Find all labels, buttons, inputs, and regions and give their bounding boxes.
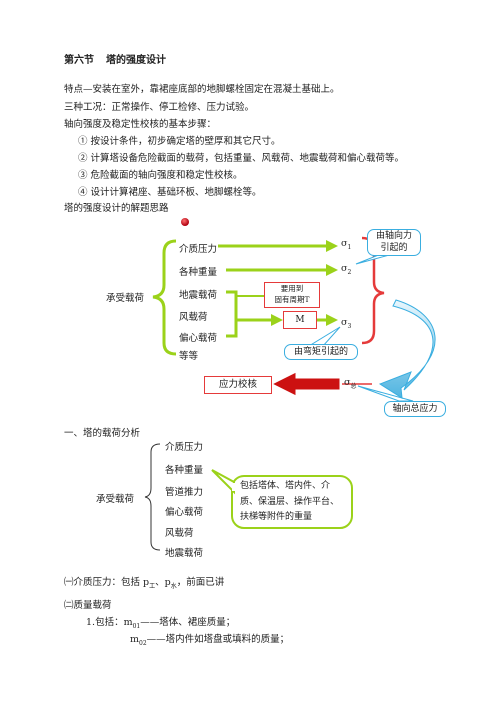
callout-total: 轴向总应力 (384, 401, 446, 417)
sigma-2: σ2 (341, 263, 352, 276)
natural-period-box: 要用到固有周期T (264, 282, 320, 308)
step-1: ① 按设计条件，初步确定塔的壁厚和其它尺寸。 (78, 136, 281, 147)
diagram-intro: 塔的强度设计的解题思路 (64, 203, 169, 214)
load-analysis-brace (144, 443, 161, 551)
medium-pressure-item: ㈠介质压力：包括 p工、p水，前面已讲 (64, 577, 225, 590)
callout-axial: 由轴向力引起的 (367, 229, 421, 256)
weight-note-box (231, 475, 353, 529)
check-arrow (270, 371, 341, 397)
load2-pipe-thrust: 管道推力 (165, 487, 204, 498)
intro-line-3: 轴向强度及稳定性校核的基本步骤： (64, 119, 217, 130)
sigma-total: σ总 (344, 377, 357, 390)
intro-line-2: 三种工况：正常操作、停工检修、压力试验。 (64, 102, 255, 113)
section-heading: 塔的强度设计 (106, 55, 166, 66)
bullet-dot (181, 218, 189, 226)
load-wind: 风载荷 (179, 312, 208, 323)
load-medium-pressure: 介质压力 (179, 244, 218, 255)
load-brace (152, 239, 177, 356)
mass-load-heading: ㈡质量载荷 (64, 600, 112, 611)
load-seismic: 地震载荷 (179, 290, 218, 301)
load-eccentric: 偏心载荷 (179, 333, 218, 344)
sum-curve-arrow (378, 299, 436, 399)
weight-note-pointer (211, 469, 235, 495)
section-number: 第六节 (64, 55, 94, 66)
callout-bending: 由弯矩引起的 (284, 344, 358, 360)
weight-note-text: 包括塔体、塔内件、介 质、保温层、操作平台、 扶梯等附件的重量 (240, 481, 340, 522)
step-3: ③ 危险截面的轴向强度和稳定性校核。 (78, 170, 243, 181)
section-title: 第六节 塔的强度设计 (64, 51, 166, 66)
moment-box: M (283, 311, 317, 329)
load-group-label: 承受载荷 (106, 293, 145, 304)
load2-eccentric: 偏心载荷 (165, 507, 204, 518)
intro-line-1: 特点—安装在室外，靠裙座底部的地脚螺栓固定在混凝土基础上。 (64, 84, 340, 95)
step-4: ④ 设计计算裙座、基础环板、地脚螺栓等。 (78, 187, 262, 198)
mass-item-2: m02——塔内件如塔盘或填料的质量； (130, 634, 290, 647)
sigma-3: σ3 (341, 317, 352, 330)
load-weights: 各种重量 (179, 267, 218, 278)
load-etc: 等等 (179, 351, 199, 362)
mass-item-1: 1.包括：m01——塔体、裙座质量； (86, 617, 236, 630)
section-one-heading: 一、塔的载荷分析 (64, 428, 141, 439)
combine-brace (226, 290, 238, 338)
sigma-1: σ1 (341, 238, 352, 251)
load-group-label-2: 承受载荷 (96, 494, 135, 505)
stress-check-box: 应力校核 (204, 376, 272, 394)
step-2: ② 计算塔设备危险截面的载荷，包括重量、风载荷、地震载荷和偏心载荷等。 (78, 153, 405, 164)
load2-weights: 各种重量 (165, 465, 204, 476)
load2-medium-pressure: 介质压力 (165, 442, 204, 453)
load2-wind: 风载荷 (165, 528, 194, 539)
load2-seismic: 地震载荷 (165, 548, 204, 559)
